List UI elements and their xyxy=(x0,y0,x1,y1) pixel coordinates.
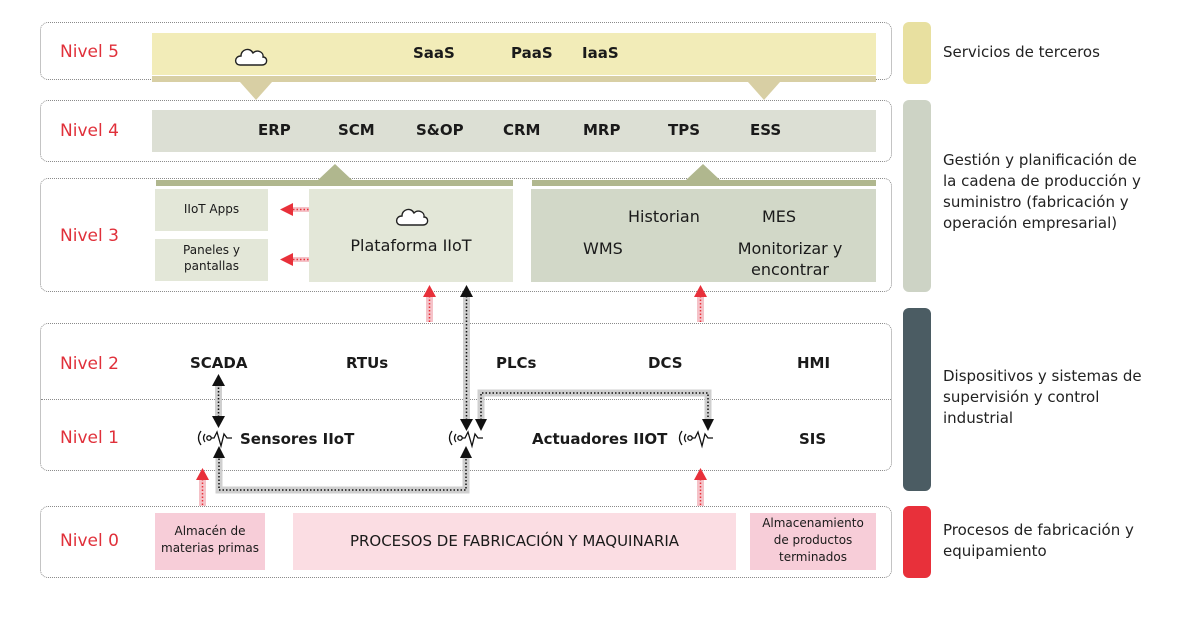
sop-label: S&OP xyxy=(416,121,464,139)
legend-line: equipamiento xyxy=(943,542,1047,560)
arrow-platform-to-panels xyxy=(280,253,309,266)
connection-plc-actuators xyxy=(475,389,714,431)
legend-text-management: Gestión y planificación de la cadena de … xyxy=(943,150,1141,234)
raw-materials-box xyxy=(155,513,265,570)
connection-scada-sensors xyxy=(212,374,225,428)
scm-label: SCM xyxy=(338,121,375,139)
legend-bar-third-party xyxy=(903,22,931,84)
legend-line: operación empresarial) xyxy=(943,214,1118,232)
rtus-label: RTUs xyxy=(346,354,389,372)
finished-goods-box xyxy=(750,513,876,570)
wms-label: WMS xyxy=(583,239,623,258)
historian-label: Historian xyxy=(628,207,700,226)
paas-label: PaaS xyxy=(511,44,553,62)
sensors-label: Sensores IIoT xyxy=(240,430,355,448)
level-2-label: Nivel 2 xyxy=(60,354,119,374)
ess-label: ESS xyxy=(750,121,782,139)
legend-line: Gestión y planificación de xyxy=(943,151,1137,169)
legend-line: Servicios de terceros xyxy=(943,43,1100,61)
finished-goods-line3: terminados xyxy=(778,550,847,564)
operations-box xyxy=(531,189,876,282)
mrp-label: MRP xyxy=(583,121,621,139)
legend-line: Procesos de fabricación y xyxy=(943,521,1134,539)
level-1-label: Nivel 1 xyxy=(60,428,119,448)
legend-line: suministro (fabricación y xyxy=(943,193,1129,211)
connector-triangle-n5-left xyxy=(240,82,272,100)
enterprise-systems-bar xyxy=(152,110,876,152)
iaas-label: IaaS xyxy=(582,44,619,62)
level-3-label: Nivel 3 xyxy=(60,226,119,246)
crm-label: CRM xyxy=(503,121,541,139)
panels-box xyxy=(155,239,268,281)
sensor-signal-icon xyxy=(197,430,232,449)
level-4-container xyxy=(40,100,892,162)
plcs-label: PLCs xyxy=(496,354,537,372)
third-party-services-bar xyxy=(152,33,876,75)
arrow-red-up-to-platform xyxy=(423,285,436,322)
erp-label: ERP xyxy=(258,121,291,139)
level-4-label: Nivel 4 xyxy=(60,121,119,141)
sensor-signal-icon xyxy=(448,430,483,449)
hmi-label: HMI xyxy=(797,354,831,372)
actuators-label: Actuadores IIOT xyxy=(532,430,668,448)
legend-bar-management xyxy=(903,100,931,292)
scada-label: SCADA xyxy=(190,354,248,372)
legend-text-control: Dispositivos y sistemas de supervisión y… xyxy=(943,366,1142,429)
mes-label: MES xyxy=(762,207,797,226)
raw-materials-line2: materias primas xyxy=(161,541,259,555)
cloud-icon xyxy=(395,208,429,226)
sensor-signal-icon xyxy=(678,430,713,449)
panels-label-line1: Paneles y xyxy=(183,243,240,257)
legend-line: supervisión y control xyxy=(943,388,1100,406)
legend-text-third-party: Servicios de terceros xyxy=(943,42,1100,63)
legend-line: Dispositivos y sistemas de xyxy=(943,367,1142,385)
level-0-label: Nivel 0 xyxy=(60,531,119,551)
arrow-platform-to-apps xyxy=(280,203,309,216)
raw-materials-line1: Almacén de xyxy=(174,524,246,538)
tps-label: TPS xyxy=(668,121,701,139)
sis-label: SIS xyxy=(799,430,827,448)
saas-label: SaaS xyxy=(413,44,455,62)
operations-strip xyxy=(532,180,876,186)
cloud-icon xyxy=(234,48,268,66)
finished-goods-line1: Almacenamiento xyxy=(762,516,864,530)
panels-label-line2: pantallas xyxy=(184,259,239,273)
iiot-apps-box xyxy=(155,189,268,231)
arrow-red-up-to-sensors xyxy=(196,468,209,506)
manufacturing-box xyxy=(293,513,736,570)
finished-goods-line2: de productos xyxy=(773,533,853,547)
legend-text-manufacturing: Procesos de fabricación y equipamiento xyxy=(943,520,1134,562)
connector-triangle-n3-right xyxy=(686,164,720,180)
legend-bar-manufacturing xyxy=(903,506,931,578)
monitor-label-line2: encontrar xyxy=(751,260,829,279)
legend-line: la cadena de producción y xyxy=(943,172,1141,190)
legend-line: industrial xyxy=(943,409,1014,427)
iiot-platform-label: Plataforma IIoT xyxy=(350,236,472,255)
connection-sensors-actuator xyxy=(213,446,472,494)
connector-triangle-n5-right xyxy=(748,82,780,100)
monitor-label-line1: Monitorizar y xyxy=(737,239,843,258)
manufacturing-label: PROCESOS DE FABRICACIÓN Y MAQUINARIA xyxy=(349,532,680,550)
iiot-platform-box xyxy=(309,189,513,282)
dcs-label: DCS xyxy=(648,354,683,372)
connection-platform-actuator xyxy=(460,285,473,431)
third-party-services-strip xyxy=(152,76,876,82)
arrow-red-up-to-operations xyxy=(694,285,707,322)
level-0-container xyxy=(40,506,892,578)
iiot-strip xyxy=(156,180,513,186)
iiot-apps-label: IIoT Apps xyxy=(183,202,240,216)
arrow-red-up-to-actuator xyxy=(694,468,707,506)
legend-bar-control xyxy=(903,308,931,491)
level-5-label: Nivel 5 xyxy=(60,42,119,62)
connector-triangle-n3-left xyxy=(318,164,352,180)
